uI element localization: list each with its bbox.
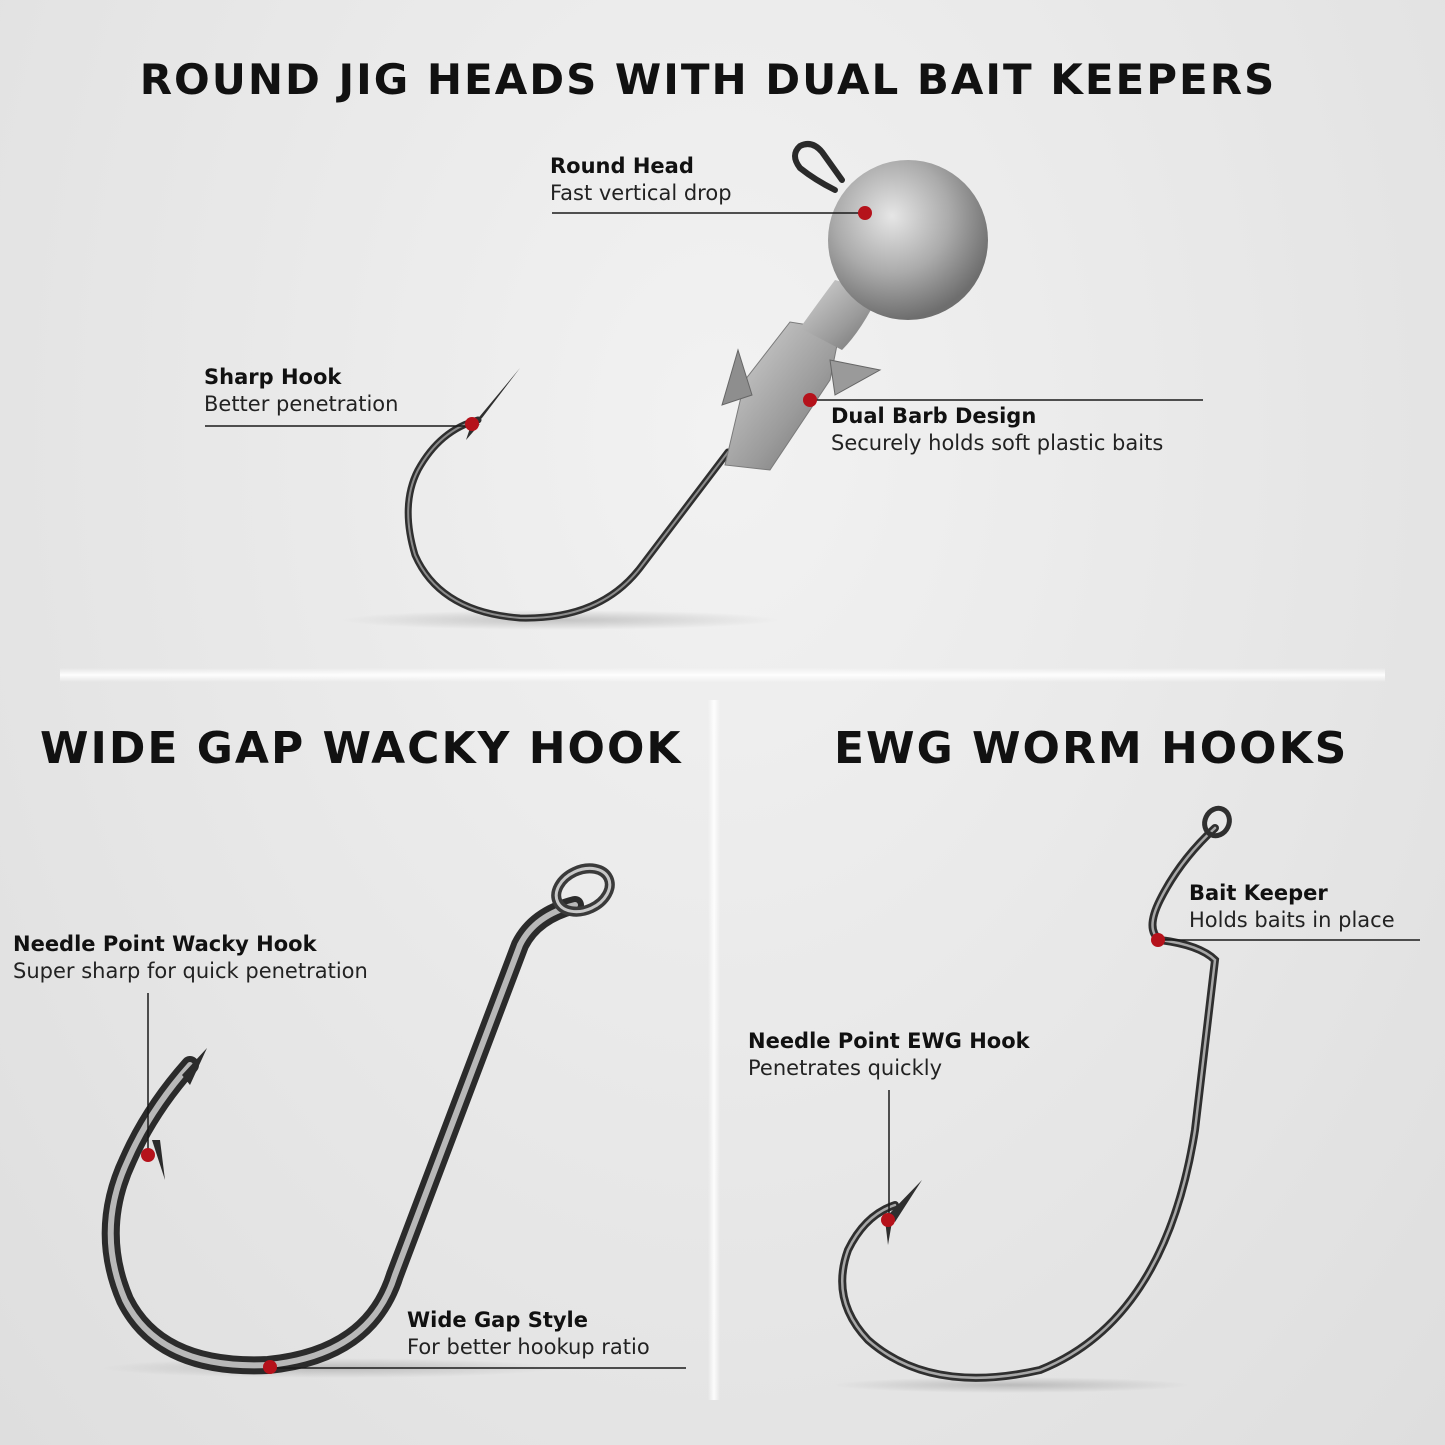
callout-wide-gap: Wide Gap Style For better hookup ratio [407, 1307, 650, 1361]
marker-round-head [858, 206, 872, 220]
callout-title: Needle Point EWG Hook [748, 1029, 1030, 1053]
callout-bait-keeper: Bait Keeper Holds baits in place [1189, 880, 1395, 934]
callout-title: Bait Keeper [1189, 881, 1328, 905]
horizontal-divider [60, 668, 1385, 682]
marker-sharp-hook [465, 417, 479, 431]
jig-heads-title: ROUND JIG HEADS WITH DUAL BAIT KEEPERS [139, 55, 1277, 104]
wacky-hook-title: WIDE GAP WACKY HOOK [40, 723, 683, 774]
callout-title: Sharp Hook [204, 365, 342, 389]
marker-dual-barb [803, 393, 817, 407]
callout-description: Holds baits in place [1189, 908, 1395, 932]
ewg-hooks-title: EWG WORM HOOKS [834, 723, 1349, 774]
marker-wide-gap [263, 1360, 277, 1374]
callout-round-head: Round Head Fast vertical drop [550, 153, 732, 207]
callout-description: Super sharp for quick penetration [13, 959, 368, 983]
callout-needle-point-wacky: Needle Point Wacky Hook Super sharp for … [13, 931, 368, 985]
callout-description: Better penetration [204, 392, 399, 416]
callout-needle-point-ewg: Needle Point EWG Hook Penetrates quickly [748, 1028, 1030, 1082]
marker-needle-ewg [881, 1213, 895, 1227]
callout-title: Dual Barb Design [831, 404, 1037, 428]
leader-lines [147, 212, 1420, 1369]
ewg-hook-illustration [830, 805, 1232, 1393]
callout-sharp-hook: Sharp Hook Better penetration [204, 364, 398, 418]
vertical-divider [708, 700, 720, 1400]
callout-description: Securely holds soft plastic baits [831, 431, 1164, 455]
jig-head-illustration [340, 141, 988, 630]
callout-dual-barb: Dual Barb Design Securely holds soft pla… [831, 403, 1163, 457]
callout-description: Penetrates quickly [748, 1056, 943, 1080]
marker-needle-wacky [141, 1148, 155, 1162]
callout-title: Round Head [550, 154, 694, 178]
callout-title: Needle Point Wacky Hook [13, 932, 317, 956]
callout-description: For better hookup ratio [407, 1335, 650, 1359]
callout-title: Wide Gap Style [407, 1308, 588, 1332]
marker-bait-keeper [1151, 933, 1165, 947]
callout-markers [141, 206, 1165, 1374]
callout-description: Fast vertical drop [550, 181, 732, 205]
wacky-hook-illustration [100, 863, 615, 1378]
